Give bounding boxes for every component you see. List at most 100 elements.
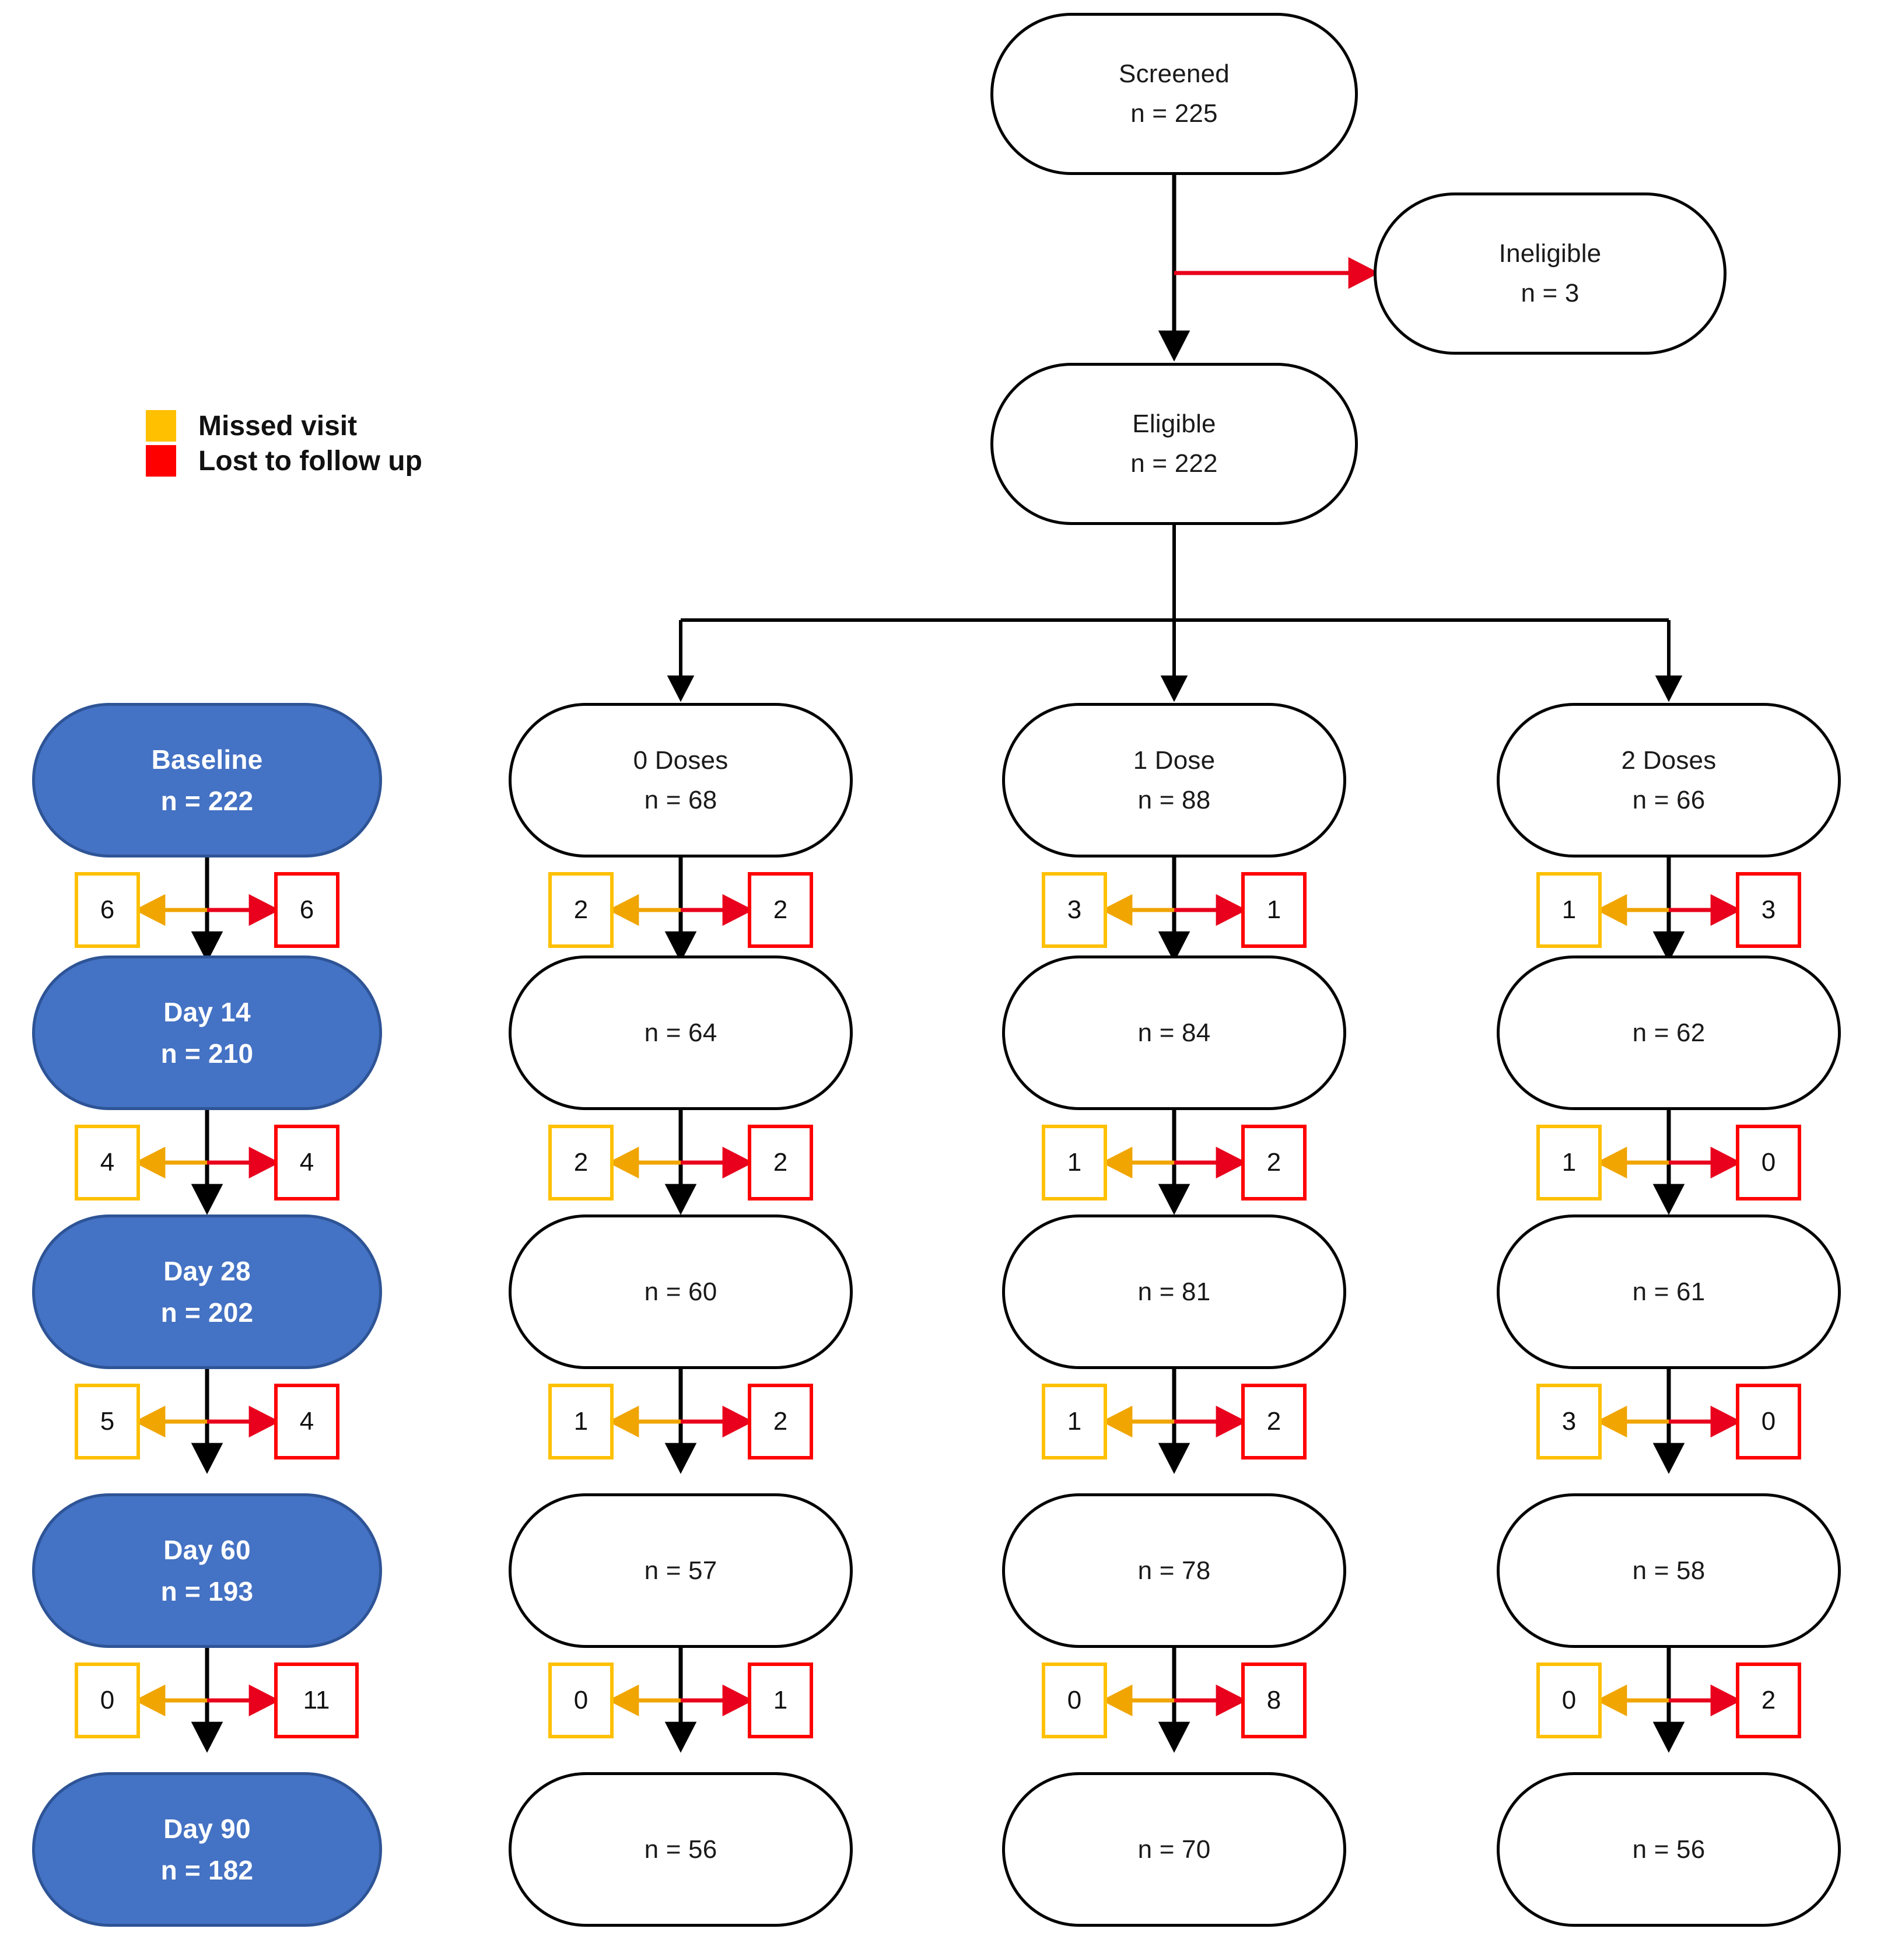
attrition-missed-timepoint-1-value: 6 — [100, 895, 115, 924]
node-timepoint-baseline-title: Baseline — [151, 744, 263, 775]
attrition-lost-timepoint-1: 6 — [274, 872, 339, 948]
attrition-lost-arm-0-doses-3: 2 — [748, 1384, 813, 1460]
attrition-lost-arm-0-doses-2-value: 2 — [773, 1148, 788, 1177]
node-timepoint-day-60-title: Day 60 — [163, 1535, 251, 1566]
attrition-lost-arm-2-doses-1: 3 — [1736, 872, 1801, 948]
node-arm-2-doses-title: 2 Doses — [1621, 746, 1717, 775]
node-arm-1-dose-title: 1 Dose — [1133, 746, 1216, 775]
legend-label-lost-to-followup: Lost to follow up — [198, 445, 422, 477]
attrition-missed-arm-2-doses-1: 1 — [1536, 872, 1602, 948]
attrition-missed-arm-0-doses-4-value: 0 — [573, 1686, 589, 1714]
node-arm-2-doses-day-14: n = 62 — [1497, 956, 1841, 1110]
attrition-missed-arm-0-doses-2-value: 2 — [573, 1148, 589, 1177]
attrition-missed-arm-0-doses-4: 0 — [548, 1662, 614, 1738]
attrition-lost-arm-1-dose-1: 1 — [1241, 872, 1307, 948]
attrition-missed-timepoint-1: 6 — [75, 872, 140, 948]
attrition-missed-arm-1-dose-4-value: 0 — [1067, 1686, 1082, 1714]
attrition-lost-arm-1-dose-1-value: 1 — [1266, 895, 1281, 924]
node-timepoint-day-90: Day 90 n = 182 — [32, 1772, 382, 1927]
node-arm-1-dose: 1 Dose n = 88 — [1002, 703, 1346, 858]
attrition-lost-arm-1-dose-4-value: 8 — [1266, 1686, 1281, 1714]
node-arm-1-dose-day-90: n = 70 — [1002, 1772, 1346, 1927]
node-arm-2-doses-day-60: n = 58 — [1497, 1493, 1841, 1648]
attrition-lost-arm-2-doses-4-value: 2 — [1761, 1686, 1776, 1714]
attrition-lost-arm-1-dose-4: 8 — [1241, 1662, 1307, 1738]
node-screened-count: n = 225 — [1130, 99, 1218, 128]
attrition-lost-arm-2-doses-4: 2 — [1736, 1662, 1801, 1738]
attrition-lost-arm-0-doses-1-value: 2 — [773, 895, 788, 924]
node-arm-1-dose-day-28-count: n = 81 — [1137, 1277, 1211, 1306]
node-timepoint-day-90-count: n = 182 — [160, 1854, 254, 1885]
attrition-missed-arm-1-dose-2-value: 1 — [1067, 1148, 1082, 1177]
attrition-lost-timepoint-1-value: 6 — [299, 895, 314, 924]
attrition-lost-arm-2-doses-3-value: 0 — [1761, 1407, 1776, 1436]
attrition-missed-arm-1-dose-4: 0 — [1042, 1662, 1107, 1738]
node-arm-0-doses-day-14-count: n = 64 — [644, 1018, 717, 1047]
node-timepoint-day-90-title: Day 90 — [163, 1814, 251, 1845]
legend-item-missed-visit: Missed visit — [146, 408, 422, 443]
node-arm-0-doses-day-28: n = 60 — [509, 1214, 853, 1369]
node-timepoint-day-60: Day 60 n = 193 — [32, 1493, 382, 1648]
node-arm-2-doses-day-90-count: n = 56 — [1632, 1835, 1706, 1864]
node-eligible: Eligible n = 222 — [990, 363, 1358, 525]
node-timepoint-day-14: Day 14 n = 210 — [32, 956, 382, 1110]
attrition-lost-timepoint-4-value: 11 — [303, 1686, 330, 1714]
attrition-missed-arm-1-dose-2: 1 — [1042, 1125, 1107, 1200]
node-timepoint-baseline: Baseline n = 222 — [32, 703, 382, 858]
node-arm-2-doses-count: n = 66 — [1632, 785, 1706, 814]
attrition-lost-timepoint-3-value: 4 — [299, 1407, 314, 1436]
attrition-lost-timepoint-2: 4 — [274, 1125, 339, 1200]
attrition-missed-timepoint-2-value: 4 — [100, 1148, 115, 1177]
node-arm-1-dose-count: n = 88 — [1137, 785, 1211, 814]
node-arm-0-doses: 0 Doses n = 68 — [509, 703, 853, 858]
attrition-missed-arm-0-doses-1-value: 2 — [573, 895, 589, 924]
node-arm-0-doses-day-90: n = 56 — [509, 1772, 853, 1927]
attrition-missed-arm-0-doses-3-value: 1 — [573, 1407, 589, 1436]
node-ineligible: Ineligible n = 3 — [1374, 192, 1727, 355]
node-ineligible-title: Ineligible — [1498, 239, 1602, 268]
node-arm-0-doses-title: 0 Doses — [633, 746, 729, 775]
attrition-lost-arm-2-doses-1-value: 3 — [1761, 895, 1776, 924]
node-ineligible-count: n = 3 — [1521, 279, 1580, 307]
attrition-missed-arm-0-doses-2: 2 — [548, 1125, 614, 1200]
attrition-missed-arm-0-doses-1: 2 — [548, 872, 614, 948]
node-timepoint-baseline-count: n = 222 — [160, 785, 254, 816]
attrition-missed-arm-1-dose-1: 3 — [1042, 872, 1107, 948]
attrition-lost-timepoint-3: 4 — [274, 1384, 339, 1460]
node-timepoint-day-28: Day 28 n = 202 — [32, 1214, 382, 1369]
attrition-missed-arm-1-dose-1-value: 3 — [1067, 895, 1082, 924]
node-arm-1-dose-day-60: n = 78 — [1002, 1493, 1346, 1648]
attrition-lost-timepoint-4: 11 — [274, 1662, 359, 1738]
attrition-lost-arm-2-doses-3: 0 — [1736, 1384, 1801, 1460]
attrition-missed-arm-2-doses-3-value: 3 — [1561, 1407, 1577, 1436]
node-arm-0-doses-day-14: n = 64 — [509, 956, 853, 1110]
attrition-lost-arm-2-doses-2-value: 0 — [1761, 1148, 1776, 1177]
attrition-missed-arm-1-dose-3-value: 1 — [1067, 1407, 1082, 1436]
node-arm-2-doses-day-28: n = 61 — [1497, 1214, 1841, 1369]
missed-visit-swatch — [146, 410, 176, 442]
legend-label-missed-visit: Missed visit — [198, 410, 358, 442]
node-arm-2-doses-day-28-count: n = 61 — [1632, 1277, 1706, 1306]
legend-item-lost-to-followup: Lost to follow up — [146, 443, 422, 478]
attrition-missed-arm-2-doses-2-value: 1 — [1561, 1148, 1577, 1177]
attrition-lost-timepoint-2-value: 4 — [299, 1148, 314, 1177]
node-arm-0-doses-day-28-count: n = 60 — [644, 1277, 717, 1306]
node-arm-1-dose-day-28: n = 81 — [1002, 1214, 1346, 1369]
attrition-missed-arm-2-doses-1-value: 1 — [1561, 895, 1577, 924]
attrition-lost-arm-1-dose-2-value: 2 — [1266, 1148, 1281, 1177]
node-eligible-count: n = 222 — [1130, 449, 1218, 478]
node-arm-2-doses: 2 Doses n = 66 — [1497, 703, 1841, 858]
node-arm-2-doses-day-90: n = 56 — [1497, 1772, 1841, 1927]
node-arm-1-dose-day-60-count: n = 78 — [1137, 1556, 1211, 1585]
node-timepoint-day-14-title: Day 14 — [163, 997, 251, 1028]
attrition-lost-arm-0-doses-3-value: 2 — [773, 1407, 788, 1436]
node-arm-2-doses-day-14-count: n = 62 — [1632, 1018, 1706, 1047]
node-arm-1-dose-day-14: n = 84 — [1002, 956, 1346, 1110]
attrition-lost-arm-1-dose-2: 2 — [1241, 1125, 1307, 1200]
attrition-missed-arm-2-doses-4-value: 0 — [1561, 1686, 1577, 1714]
attrition-missed-timepoint-2: 4 — [75, 1125, 140, 1200]
attrition-missed-arm-1-dose-3: 1 — [1042, 1384, 1107, 1460]
attrition-missed-arm-2-doses-2: 1 — [1536, 1125, 1602, 1200]
